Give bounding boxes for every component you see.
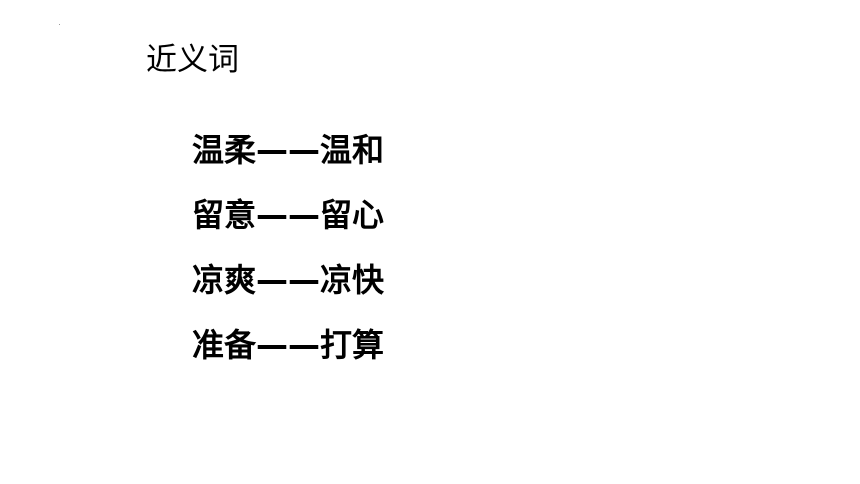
- synonym-pair: 凉爽——凉快: [192, 260, 385, 299]
- corner-mark: [59, 24, 60, 25]
- slide-title: 近义词: [146, 42, 239, 78]
- synonym-list: 温柔——温和 留意——留心 凉爽——凉快 准备——打算: [192, 117, 384, 377]
- synonym-pair: 留意——留心: [192, 195, 385, 234]
- synonym-pair: 准备——打算: [192, 325, 385, 364]
- synonym-pair: 温柔——温和: [192, 130, 385, 169]
